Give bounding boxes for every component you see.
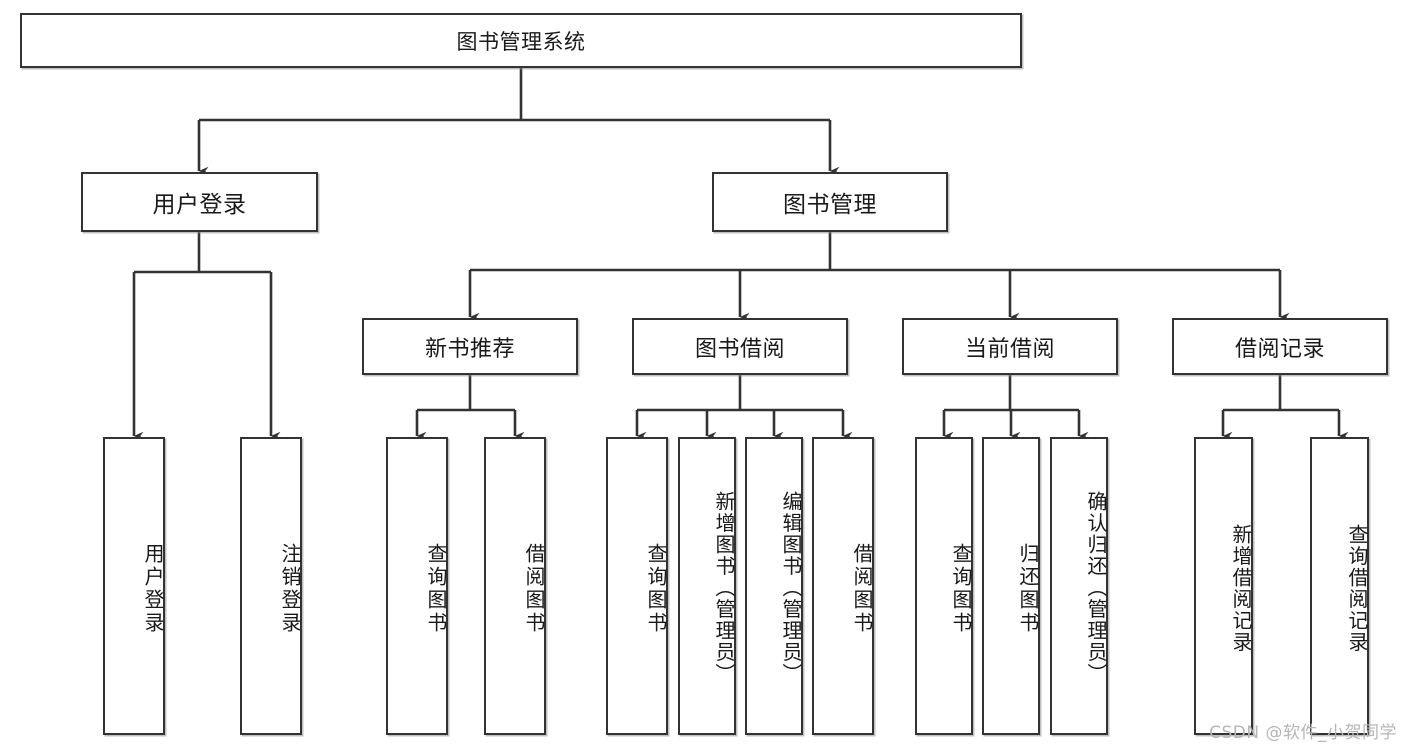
node-leaf-2-label: 查询图书 bbox=[424, 543, 448, 635]
node-level1-1[interactable]: 图书管理 bbox=[712, 172, 948, 232]
node-level2-2-label: 当前借阅 bbox=[964, 336, 1055, 362]
node-root-label: 图书管理系统 bbox=[456, 29, 586, 54]
node-leaf-4-label: 查询图书 bbox=[644, 543, 668, 635]
node-leaf-9-label: 归还图书 bbox=[1016, 543, 1040, 635]
node-leaf-4[interactable]: 查询图书 bbox=[606, 437, 668, 735]
csdn-watermark: CSDN @软件_小贺同学 bbox=[1209, 723, 1397, 743]
node-leaf-3-label: 借阅图书 bbox=[522, 543, 546, 635]
node-level2-3[interactable]: 借阅记录 bbox=[1172, 318, 1388, 375]
node-level1-0-label: 用户登录 bbox=[152, 192, 247, 218]
node-level2-1[interactable]: 图书借阅 bbox=[632, 318, 848, 375]
node-leaf-10-label: 确认归还（管理员） bbox=[1084, 491, 1108, 685]
node-level2-0[interactable]: 新书推荐 bbox=[362, 318, 578, 375]
node-leaf-12-label: 查询借阅记录 bbox=[1345, 523, 1369, 653]
node-leaf-7-label: 借阅图书 bbox=[850, 543, 874, 635]
node-leaf-6[interactable]: 编辑图书（管理员） bbox=[745, 437, 803, 735]
node-level2-3-label: 借阅记录 bbox=[1234, 336, 1325, 362]
node-leaf-9[interactable]: 归还图书 bbox=[982, 437, 1040, 735]
node-root[interactable]: 图书管理系统 bbox=[20, 13, 1022, 68]
node-leaf-7[interactable]: 借阅图书 bbox=[812, 437, 874, 735]
node-leaf-8-label: 查询图书 bbox=[949, 543, 973, 635]
node-leaf-11-label: 新增借阅记录 bbox=[1229, 523, 1253, 653]
node-leaf-10[interactable]: 确认归还（管理员） bbox=[1050, 437, 1108, 735]
node-leaf-5[interactable]: 新增图书（管理员） bbox=[678, 437, 736, 735]
node-level2-0-label: 新书推荐 bbox=[424, 336, 515, 362]
node-leaf-12[interactable]: 查询借阅记录 bbox=[1310, 437, 1369, 735]
node-level2-1-label: 图书借阅 bbox=[694, 336, 785, 362]
node-level1-0[interactable]: 用户登录 bbox=[81, 172, 318, 232]
node-leaf-1[interactable]: 注销登录 bbox=[240, 437, 302, 735]
node-leaf-3[interactable]: 借阅图书 bbox=[484, 437, 546, 735]
node-leaf-6-label: 编辑图书（管理员） bbox=[779, 491, 803, 685]
node-leaf-1-label: 注销登录 bbox=[278, 543, 302, 635]
node-leaf-8[interactable]: 查询图书 bbox=[915, 437, 973, 735]
node-leaf-0-label: 用户登录 bbox=[141, 543, 165, 635]
node-leaf-11[interactable]: 新增借阅记录 bbox=[1194, 437, 1253, 735]
node-level1-1-label: 图书管理 bbox=[783, 192, 877, 218]
node-level2-2[interactable]: 当前借阅 bbox=[902, 318, 1118, 375]
node-leaf-0[interactable]: 用户登录 bbox=[103, 437, 165, 735]
node-leaf-2[interactable]: 查询图书 bbox=[386, 437, 448, 735]
node-leaf-5-label: 新增图书（管理员） bbox=[712, 491, 736, 685]
